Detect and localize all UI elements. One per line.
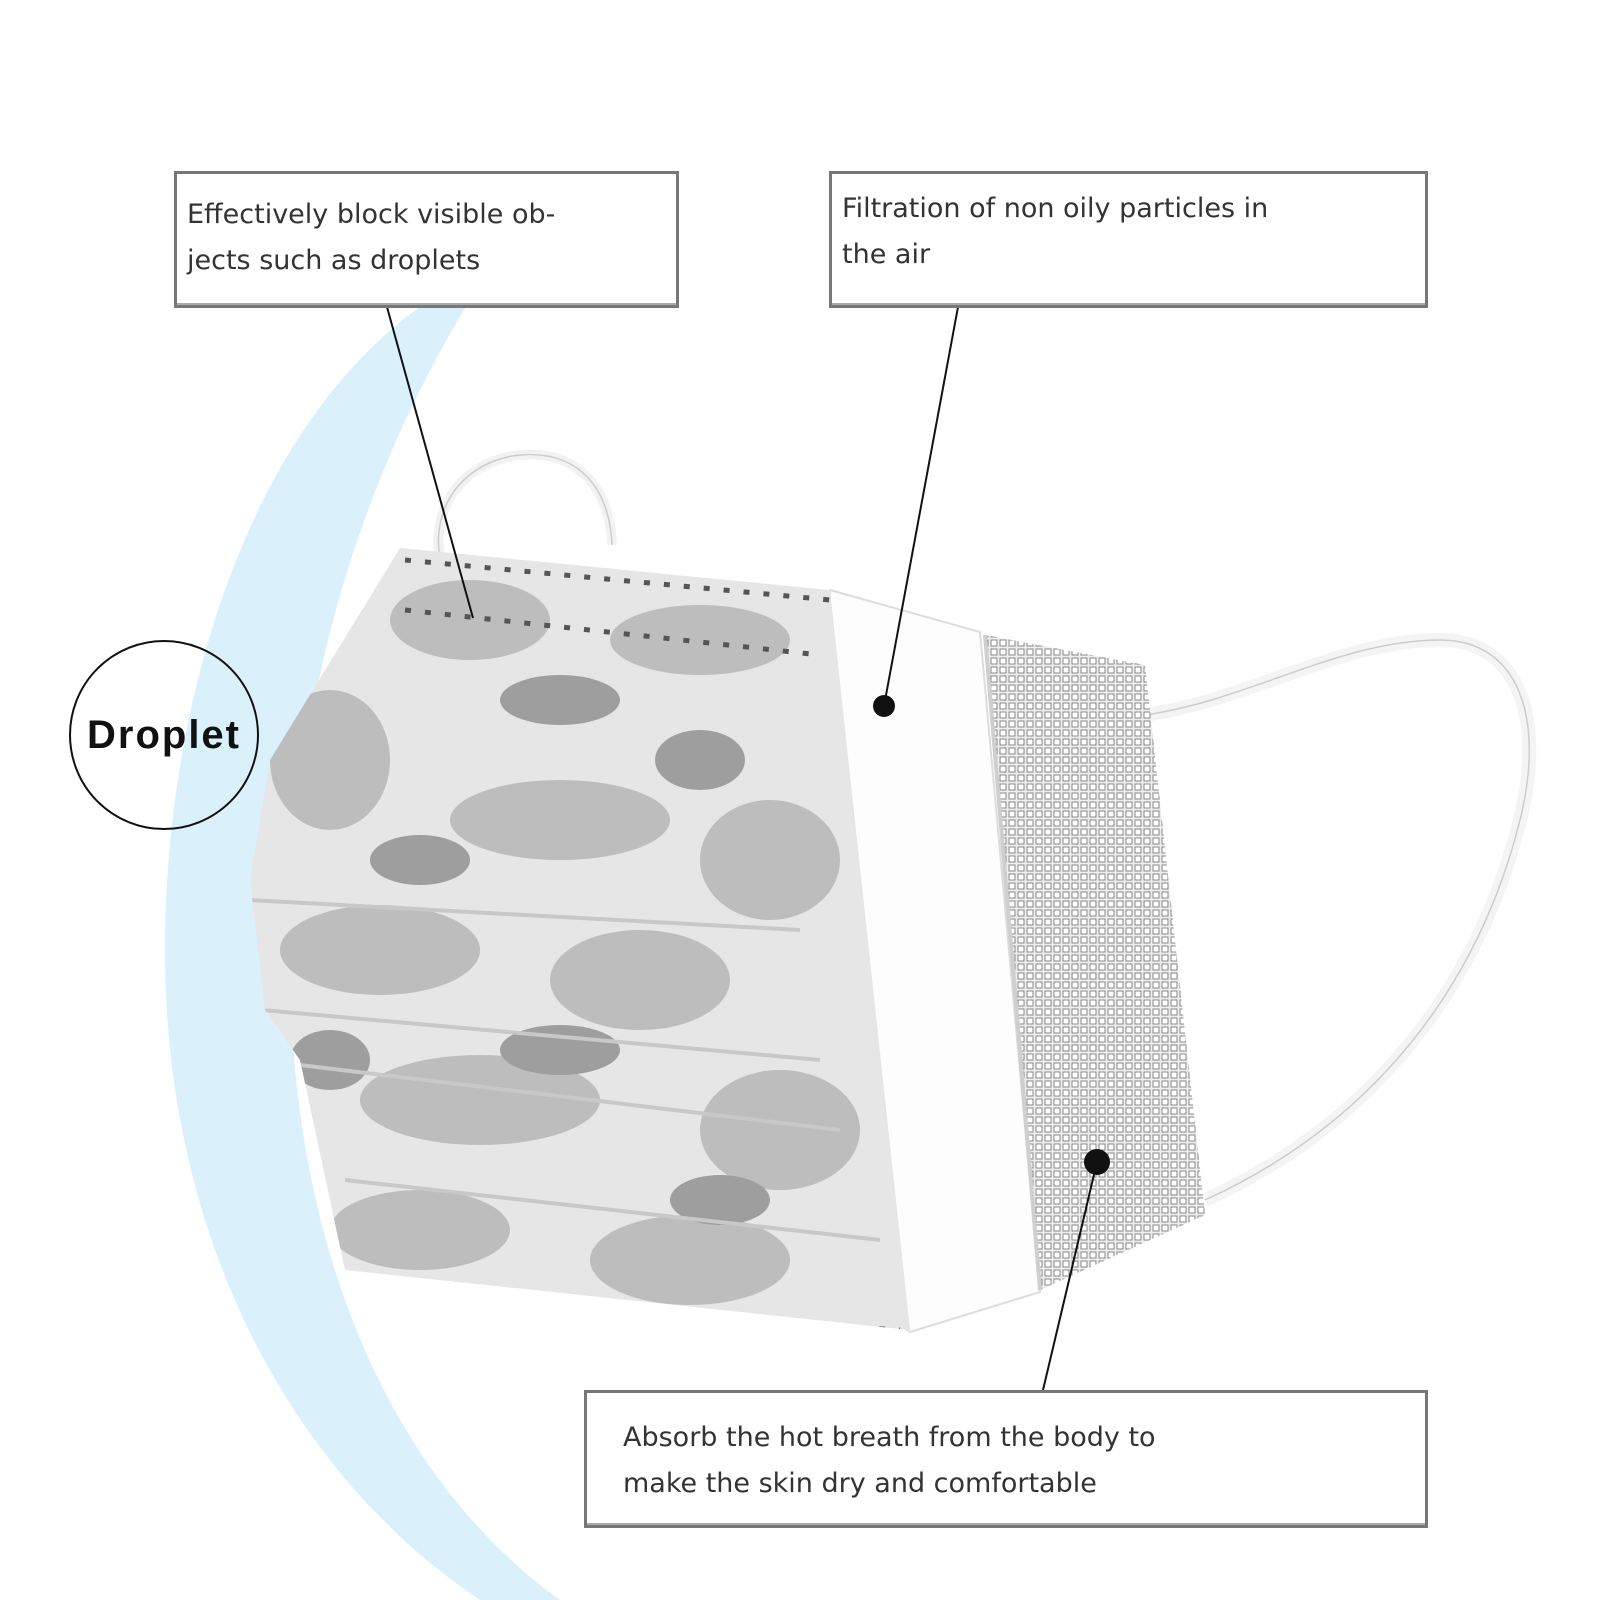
callout-dot-inner [1084,1149,1110,1175]
callout-text: jects such as droplets [187,245,481,276]
callout-middle-layer: Filtration of non oily particles in the … [829,171,1428,308]
callout-text: Absorb the hot breath from the body to [623,1422,1156,1453]
droplet-label: Droplet [69,640,259,830]
callout-text: Filtration of non oily particles in [842,193,1269,224]
camo-outer-layer [250,548,910,1330]
callout-text: the air [842,239,931,270]
callout-text: make the skin dry and comfortable [623,1468,1097,1499]
ear-loop-left [433,449,617,561]
breath-glow [165,300,560,1600]
callout-inner-layer: Absorb the hot breath from the body to m… [584,1390,1428,1528]
callout-dot-middle [873,695,895,717]
leader-line-middle [883,306,959,707]
ear-loop-right [1144,632,1537,1207]
leader-line-outer [386,306,474,619]
inner-mesh-layer [985,635,1205,1290]
leader-line-inner [1042,1161,1098,1391]
callout-outer-layer: Effectively block visible ob- jects such… [174,171,679,308]
callout-text: Effectively block visible ob- [187,199,556,230]
